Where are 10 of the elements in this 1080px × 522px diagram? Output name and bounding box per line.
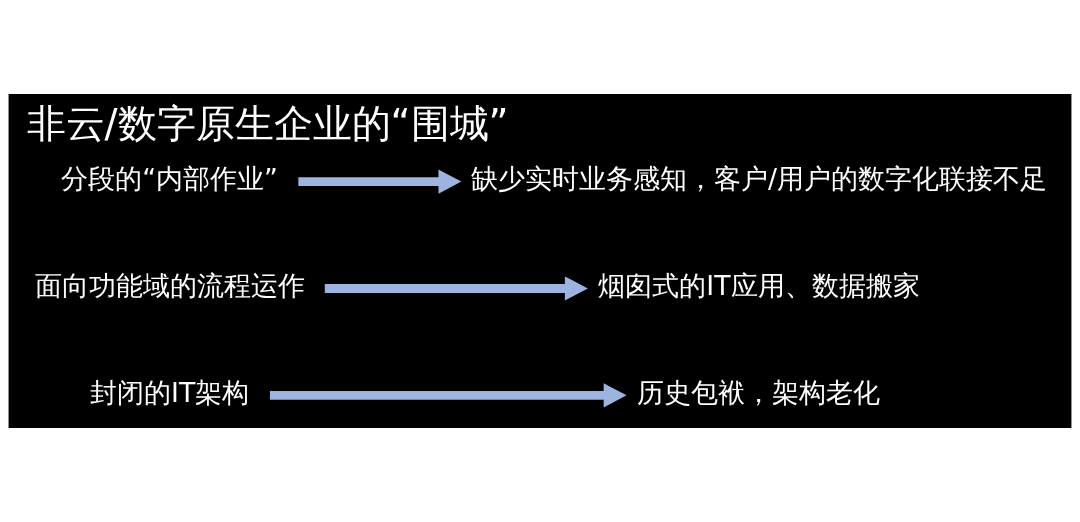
diagram-title: 非云/数字原生企业的“围城” [26, 100, 509, 146]
node-text: 历史包袱，架构老化 [637, 376, 881, 408]
arrow [298, 169, 462, 194]
node-text: 分段的“内部作业” [61, 163, 278, 195]
arrow [324, 276, 588, 301]
node-text: 面向功能域的流程运作 [34, 269, 305, 301]
node-text: 封闭的IT架构 [90, 376, 250, 408]
node-text: 烟囱式的IT应用、数据搬家 [598, 269, 920, 301]
arrow [269, 383, 627, 408]
node-text: 缺少实时业务感知，客户/用户的数字化联接不足 [470, 163, 1047, 195]
